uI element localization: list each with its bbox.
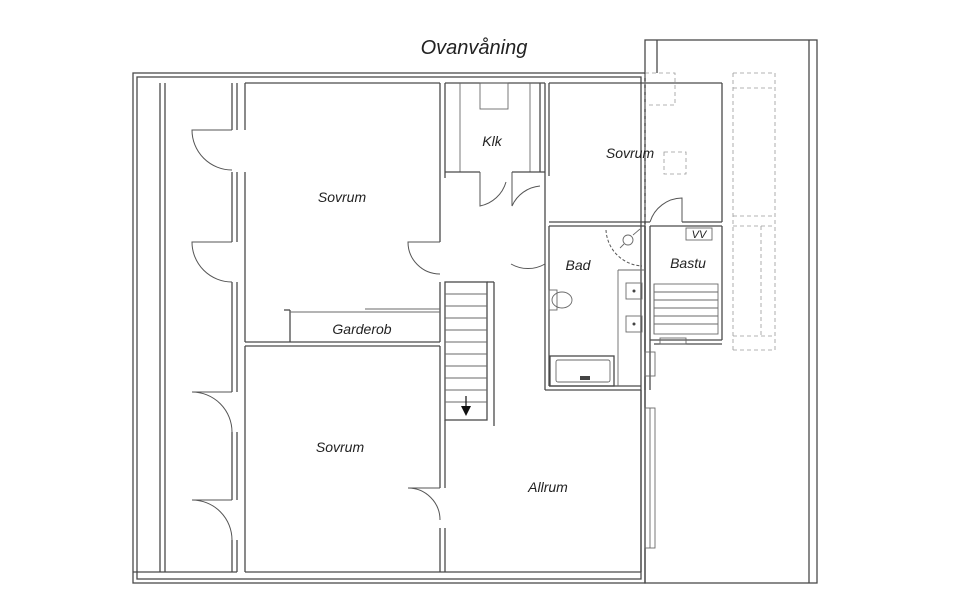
shower-icon xyxy=(619,228,641,249)
label-sovrum-bottom: Sovrum xyxy=(316,439,365,455)
sink-icon xyxy=(625,282,643,333)
label-klk: Klk xyxy=(482,133,502,149)
left-doors xyxy=(191,129,233,541)
label-bastu: Bastu xyxy=(670,255,706,271)
staircase xyxy=(444,281,495,426)
label-garderob: Garderob xyxy=(332,321,391,337)
room-bastu xyxy=(650,225,723,345)
room-sovrum-bottom xyxy=(244,345,641,573)
floor-title: Ovanvåning xyxy=(421,37,528,59)
room-allrum xyxy=(640,351,656,572)
bathtub-icon xyxy=(549,355,615,387)
down-arrow-icon xyxy=(461,396,471,416)
outer-walls xyxy=(132,39,818,584)
left-strip xyxy=(133,83,238,573)
room-bad xyxy=(510,222,651,391)
label-sovrum-right: Sovrum xyxy=(606,145,655,161)
toilet-icon xyxy=(548,289,573,311)
label-bad: Bad xyxy=(566,257,592,273)
room-klk xyxy=(445,82,546,222)
label-sovrum-top: Sovrum xyxy=(318,189,367,205)
room-sovrum-right xyxy=(548,72,776,351)
room-sovrum-top xyxy=(244,82,446,343)
label-allrum: Allrum xyxy=(527,479,568,495)
label-vv: VV xyxy=(692,229,708,241)
